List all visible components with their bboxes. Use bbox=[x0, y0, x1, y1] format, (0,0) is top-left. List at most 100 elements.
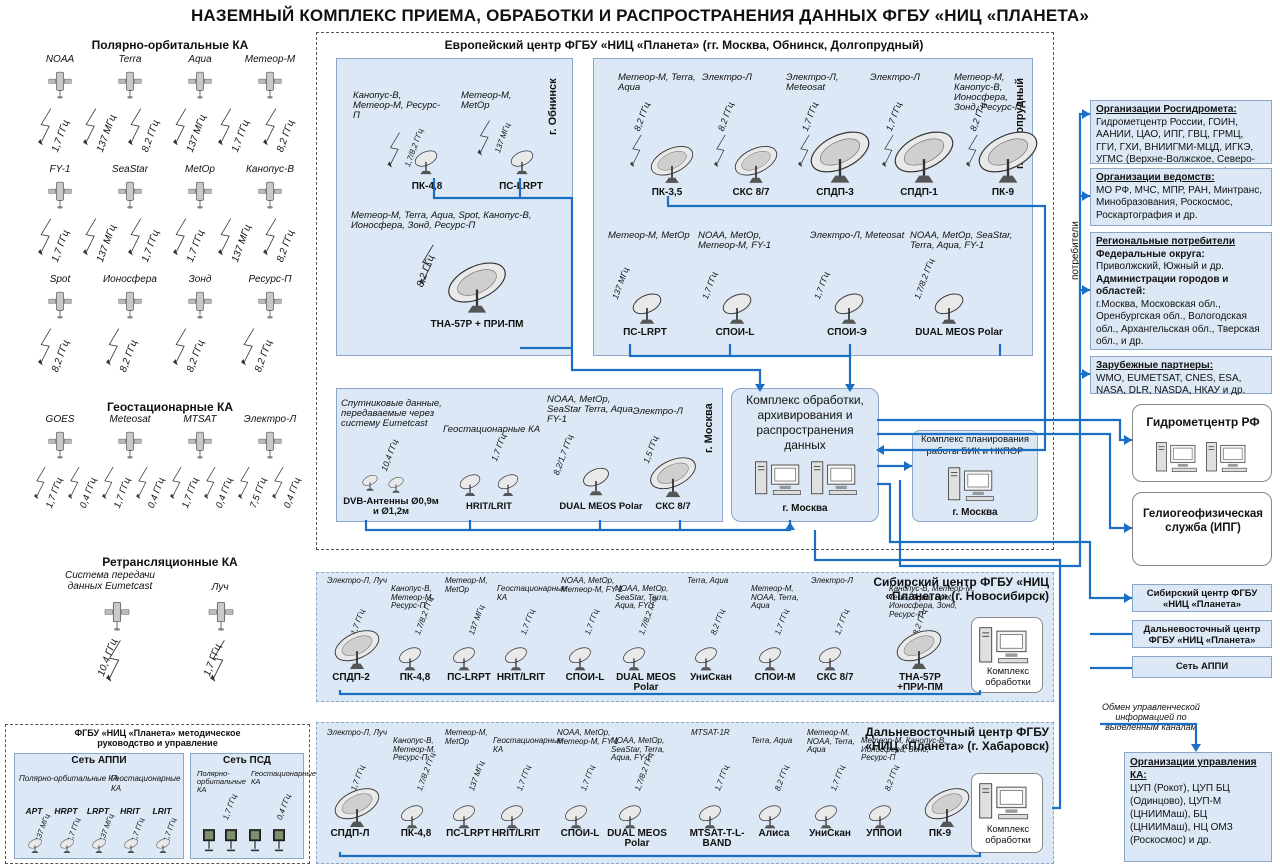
antenna-icon bbox=[329, 784, 385, 829]
satellite-label: Канопус-В bbox=[245, 164, 295, 175]
antenna-icon bbox=[617, 644, 651, 671]
federal-districts-list: Приволжский, Южный и др. bbox=[1096, 261, 1224, 272]
flat-antenna-icon bbox=[201, 828, 217, 852]
siberia-note: NOAA, MetOp, Метеор-М, FY-1 bbox=[561, 576, 623, 594]
siberia-antenna: СПОИ-L bbox=[565, 672, 605, 683]
antenna-icon bbox=[919, 784, 975, 829]
satellite-label: Зонд bbox=[188, 274, 212, 285]
psd-network-title: Сеть ПСД bbox=[223, 755, 271, 766]
antenna-icon bbox=[577, 463, 615, 497]
antenna-icon bbox=[395, 802, 429, 829]
signal-icon bbox=[630, 133, 644, 169]
fareast-note: Электро-Л, Луч bbox=[327, 728, 388, 737]
satellite-icon bbox=[186, 426, 214, 462]
heliogeophysical-title: Гелиогеофизическая служба (ИПГ) bbox=[1142, 508, 1264, 534]
fareast-antenna: УППОИ bbox=[866, 828, 902, 839]
siberia-frequency: 1,7 ГГц bbox=[583, 607, 601, 637]
antenna-icon bbox=[645, 453, 701, 499]
siberia-antenna: HRIT/LRIT bbox=[496, 672, 546, 683]
foreign-partners-list: WMO, EUMETSAT, CNES, ESA, NASA, DLR, NAS… bbox=[1096, 372, 1246, 397]
siberia-note: Канопус-В, Метеор-М, Terra, Aqua, Spot, … bbox=[889, 584, 975, 619]
psd-freq: 1,7 ГГц bbox=[221, 792, 239, 822]
fareast-antenna: Алиса bbox=[758, 828, 790, 839]
fareast-antenna: СПОИ-L bbox=[560, 828, 600, 839]
flat-antenna-icon bbox=[223, 828, 239, 852]
siberian-center-link-box: Сибирский центр ФГБУ «НИЦ «Планета» bbox=[1132, 584, 1272, 612]
fareast-processing-label: Комплекс обработки bbox=[985, 824, 1031, 846]
antenna-icon bbox=[89, 836, 109, 854]
fareast-frequency: 1,7 ГГц bbox=[579, 763, 597, 793]
obninsk-antenna-pslrpt: ПС-LRPT bbox=[499, 181, 543, 192]
dolgo-bottom-note: Метеор-М, MetOp bbox=[608, 230, 690, 241]
siberian-center-panel: Сибирский центр ФГБУ «НИЦ «Планета» (г. … bbox=[316, 572, 1054, 702]
fareast-antenna: ПК-9 bbox=[928, 828, 952, 839]
dolgo-top-antenna: СПДП-1 bbox=[900, 187, 938, 198]
appi-item-label: HRPT bbox=[54, 806, 78, 816]
dolgo-bottom-antenna: DUAL MEOS Polar bbox=[915, 327, 1003, 338]
antenna-icon bbox=[563, 644, 597, 671]
satellite-icon bbox=[186, 176, 214, 212]
heliogeophysical-box: Гелиогеофизическая служба (ИПГ) bbox=[1132, 492, 1272, 566]
siberia-antenna: ПК-4,8 bbox=[399, 672, 431, 683]
hydrometcenter-box: Гидрометцентр РФ bbox=[1132, 404, 1272, 482]
moscow-city-label: г. Москва bbox=[703, 403, 715, 453]
antenna-icon bbox=[716, 289, 758, 325]
dolgo-top-note: Электро-Л, Meteosat bbox=[786, 72, 839, 93]
signal-icon bbox=[714, 133, 728, 169]
appi-note-polar: Полярно-орбитальные КА bbox=[19, 774, 119, 783]
siberia-frequency: 8,2 ГГц bbox=[709, 607, 727, 637]
satellite-label: GOES bbox=[45, 414, 75, 425]
siberia-antenna: СПДП-2 bbox=[332, 672, 370, 683]
spacecraft-control-title: Организации управления КА: bbox=[1130, 757, 1257, 781]
siberia-note: Terra, Aqua bbox=[687, 576, 729, 585]
siberia-frequency: 1,7 ГГц bbox=[519, 607, 537, 637]
satellite-icon bbox=[102, 596, 132, 634]
dolgo-bottom-antenna: ПС-LRPT bbox=[623, 327, 667, 338]
appi-item-label: HRIT bbox=[120, 806, 140, 816]
satellite-icon bbox=[186, 66, 214, 102]
spacecraft-control-list: ЦУП (Рокот), ЦУП БЦ (Одинцово), ЦУП-М (Ц… bbox=[1130, 783, 1233, 846]
siberia-note: Электро-Л bbox=[811, 576, 853, 585]
antenna-icon bbox=[813, 644, 847, 671]
spacecraft-control-box: Организации управления КА: ЦУП (Рокот), … bbox=[1124, 752, 1272, 862]
siberia-note: Электро-Л, Луч bbox=[327, 576, 388, 585]
consumers-label: потребители bbox=[1070, 221, 1081, 280]
satellite-icon bbox=[46, 426, 74, 462]
fareast-note: Геостационарные КА bbox=[493, 736, 563, 754]
satellite-icon bbox=[116, 66, 144, 102]
satellite-icon bbox=[46, 286, 74, 322]
antenna-icon bbox=[499, 644, 533, 671]
antenna-icon bbox=[613, 802, 647, 829]
processing-complex-box: Комплекс обработки, архивирования и расп… bbox=[731, 388, 879, 522]
appi-item-label: LRIT bbox=[152, 806, 172, 816]
satellite-icon bbox=[46, 66, 74, 102]
appi-link-box: Сеть АППИ bbox=[1132, 656, 1272, 678]
dolgo-top-antenna: СПДП-3 bbox=[816, 187, 854, 198]
relay-sat-label-luch: Луч bbox=[211, 582, 229, 593]
appi-item-label: LRPT bbox=[86, 806, 110, 816]
antenna-icon bbox=[385, 473, 407, 495]
siberia-frequency: 1,7 ГГц bbox=[773, 607, 791, 637]
siberia-note: Метеор-М, NOAA, Terra, Aqua bbox=[751, 584, 799, 610]
moscow-antenna-dvb: DVB-Антенны Ø0,9м и Ø1,2м bbox=[343, 496, 439, 517]
relay-section-title: Ретрансляционные КА bbox=[102, 555, 238, 569]
antenna-icon bbox=[409, 147, 443, 175]
obninsk-panel: г. Обнинск Канопус-В, Метеор-М, Ресурс-П… bbox=[336, 58, 573, 356]
obninsk-note-3: Метеор-М, Terra, Aqua, Spot, Канопус-В, … bbox=[351, 210, 532, 231]
regional-title: Региональные потребители bbox=[1096, 236, 1236, 247]
appi-network-panel: Сеть АППИ Полярно-орбитальные КА Геостац… bbox=[14, 753, 184, 859]
page-title: НАЗЕМНЫЙ КОМПЛЕКС ПРИЕМА, ОБРАБОТКИ И РА… bbox=[190, 6, 1090, 25]
fareast-processing-box: Комплекс обработки bbox=[971, 773, 1043, 853]
satellite-label: Spot bbox=[49, 274, 71, 285]
geo-section-title: Геостационарные КА bbox=[106, 400, 234, 414]
obninsk-antenna-tna57r: ТНА-57Р + ПРИ-ПМ bbox=[430, 319, 524, 330]
processing-complex-city: г. Москва bbox=[782, 503, 828, 514]
roshydromet-orgs-box: Организации Росгидромета: Гидрометцентр … bbox=[1090, 100, 1272, 190]
antenna-icon bbox=[753, 644, 787, 671]
antenna-icon bbox=[972, 126, 1044, 185]
satellite-label: MTSAT bbox=[183, 414, 217, 425]
antenna-icon bbox=[753, 802, 787, 829]
